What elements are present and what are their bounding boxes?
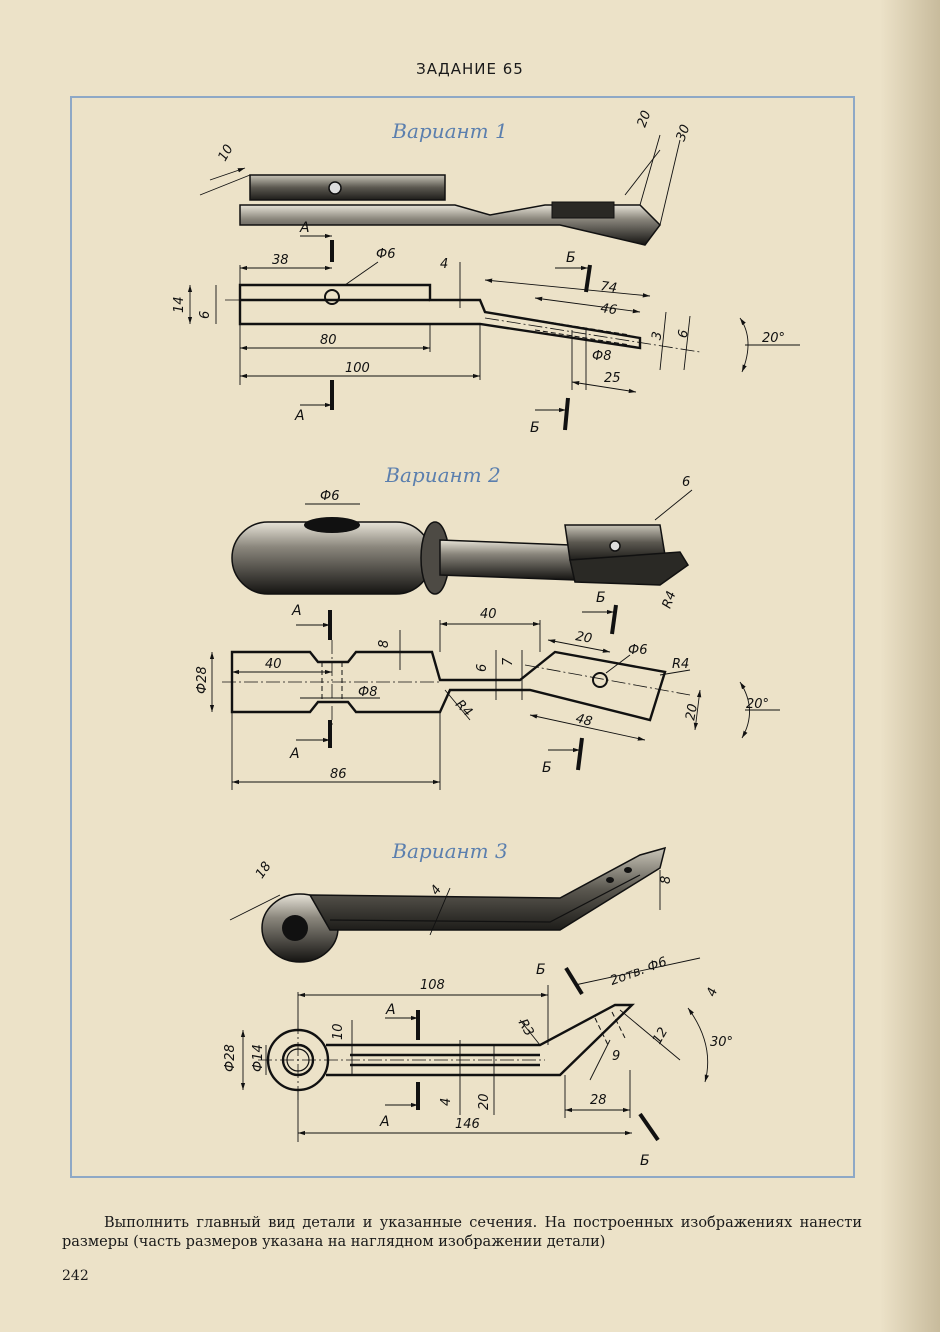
v1-dim-3: 3 [649,330,665,341]
v2-dim-r4-right: R4 [672,657,689,672]
v1-dim-100: 100 [345,361,370,376]
v2-dim-angle: 20° [746,697,769,712]
v1-dim-38: 38 [272,253,289,268]
v2-dim-r4-top: R4 [660,589,680,610]
v2-dim-20-right: 20 [683,703,701,722]
v1-dim-4: 4 [440,257,448,272]
variant-1: Вариант 1 10 20 30 А [172,109,800,436]
v2-dim-6-top: 6 [682,475,690,490]
v2-section-a-bottom: А [289,746,300,762]
v1-section-b-bottom: Б [530,420,540,436]
v2-dim-phi8: Ф8 [358,685,377,700]
variant-3-isometric: 18 4 8 [229,846,674,963]
v3-section-b-top: Б [536,962,546,978]
v1-dim-10: 10 [215,142,236,164]
v3-dim-r3: R3 [515,1017,537,1039]
variant-3-label: Вариант 3 [391,839,507,863]
v3-dim-108: 108 [420,978,445,993]
variant-3: Вариант 3 18 4 8 [223,839,733,1169]
v1-dim-74: 74 [599,279,617,296]
v2-dim-phi28: Ф28 [195,666,210,694]
v2-section-b-bottom: Б [542,760,552,776]
v3-dim-phi14: Ф14 [251,1044,266,1072]
v2-dim-20-top: 20 [574,629,593,647]
v2-section-b-top: Б [596,590,606,606]
variant-2-label: Вариант 2 [384,463,500,487]
v1-section-a-bottom: А [294,408,305,424]
v3-dim-28: 28 [590,1093,607,1108]
v3-dim-8: 8 [659,876,674,884]
v1-dim-14: 14 [172,296,187,313]
page-number: 242 [62,1268,89,1284]
v1-section-a-top: А [299,220,310,236]
v3-dim-phi28: Ф28 [223,1044,238,1072]
drawing-frame [70,96,855,1178]
variant-1-isometric: 10 20 30 [199,109,694,246]
v1-dim-phi6: Ф6 [376,247,395,262]
v1-dim-20: 20 [635,109,655,130]
v1-dim-80: 80 [320,333,337,348]
v1-dim-6b: 6 [676,329,692,340]
v3-section-a-bottom: А [379,1114,390,1130]
v1-dim-6: 6 [198,311,213,319]
v2-dim-7: 7 [501,657,516,666]
v3-dim-20: 20 [477,1093,492,1110]
v1-dim-46: 46 [599,301,617,318]
v1-section-b-top: Б [566,250,576,266]
v1-dim-30: 30 [674,123,694,144]
v2-dim-40-mid: 40 [265,657,282,672]
variant-1-label: Вариант 1 [391,119,507,143]
v3-dim-4-bottom: 4 [439,1098,454,1106]
page-title: ЗАДАНИЕ 65 [416,60,524,78]
v2-dim-86: 86 [330,767,347,782]
variant-2: Вариант 2 Ф6 6 R4 А [195,463,780,790]
v3-section-a-top: А [385,1002,396,1018]
variant-2-isometric: Ф6 6 R4 [231,475,693,611]
v1-dim-angle: 20° [762,331,785,346]
variant-1-orthographic: А А Б Б 38 Ф6 4 14 6 80 [172,220,800,436]
variant-3-orthographic: А А Б Б 108 2отв. Ф6 4 R3 10 12 30° Ф28 [223,955,733,1169]
v3-section-b-bottom: Б [640,1153,650,1169]
v3-dim-4-right: 4 [704,986,721,999]
v2-dim-8: 8 [377,640,392,648]
v1-dim-25: 25 [604,371,621,386]
v2-section-a-top: А [291,603,302,619]
variant-2-orthographic: А А Б Б 40 8 Ф28 40 Ф8 6 7 [195,590,780,790]
v3-dim-holes: 2отв. Ф6 [608,955,669,989]
v3-dim-18: 18 [253,859,275,881]
v3-dim-10: 10 [331,1023,346,1040]
v3-dim-angle: 30° [710,1035,733,1050]
v2-dim-40-top: 40 [480,607,497,622]
task-caption: Выполнить главный вид детали и указанные… [62,1215,862,1250]
v3-dim-12: 12 [650,1025,671,1047]
v1-dim-phi8: Ф8 [592,349,611,364]
v2-dim-r4-mid: R4 [452,697,475,720]
v2-dim-phi6-top: Ф6 [320,489,339,504]
v2-dim-6-mid: 6 [475,664,490,672]
v3-dim-9: 9 [612,1049,620,1064]
v3-dim-4-iso: 4 [428,883,445,898]
v3-dim-146: 146 [455,1117,480,1132]
v2-dim-phi6-mid: Ф6 [628,643,647,658]
v2-dim-48: 48 [574,711,594,730]
